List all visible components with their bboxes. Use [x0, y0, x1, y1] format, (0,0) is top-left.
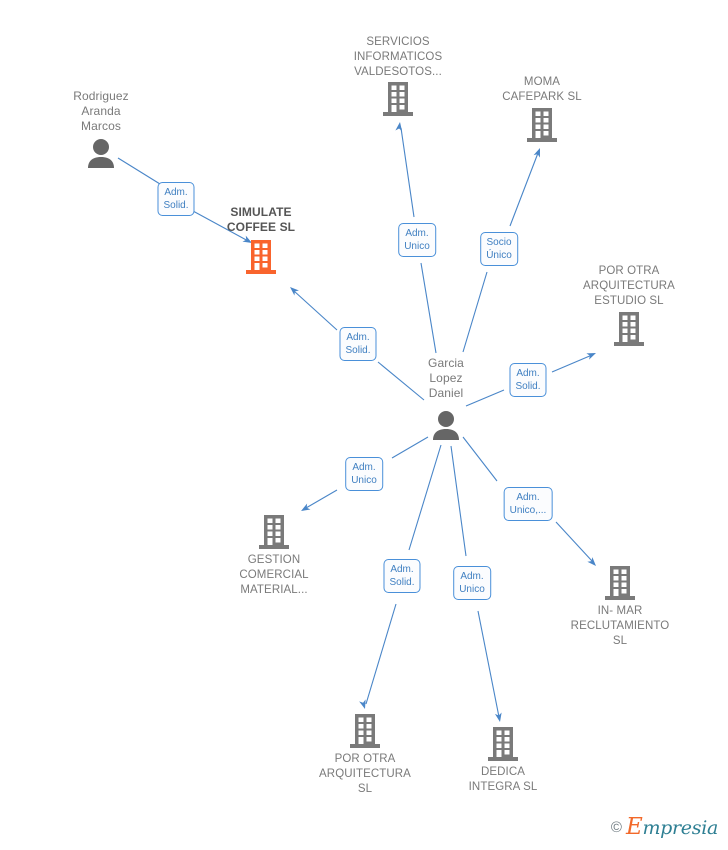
building-icon[interactable]: [318, 82, 478, 116]
node-label: GESTION COMERCIAL MATERIAL...: [239, 554, 309, 596]
node-label: MOMA CAFEPARK SL: [502, 76, 582, 103]
edge-label-e6[interactable]: Adm. Unico: [345, 457, 383, 491]
edge-label-e3[interactable]: Socio Único: [480, 232, 518, 266]
node-garcia_lopez[interactable]: Garcia Lopez Daniel: [366, 356, 526, 440]
building-icon[interactable]: [549, 312, 709, 346]
copyright-symbol: ©: [610, 818, 622, 836]
edge-label-e1[interactable]: Adm. Solid.: [157, 182, 195, 216]
node-label: Garcia Lopez Daniel: [428, 356, 464, 400]
node-moma_cafepark[interactable]: MOMA CAFEPARK SL: [462, 75, 622, 142]
node-label: SERVICIOS INFORMATICOS VALDESOTOS...: [353, 36, 443, 78]
node-rodriguez[interactable]: Rodriguez Aranda Marcos: [21, 89, 181, 168]
building-icon[interactable]: [181, 240, 341, 274]
edge-arrowhead-e8: [359, 699, 366, 709]
edge-label-e9[interactable]: Adm. Unico: [453, 566, 491, 600]
node-label: SIMULATE COFFEE SL: [226, 205, 296, 234]
node-label: IN- MAR RECLUTAMIENTO SL: [570, 605, 670, 647]
node-label: Rodriguez Aranda Marcos: [73, 89, 129, 133]
node-dedica_integra[interactable]: DEDICA INTEGRA SL: [423, 727, 583, 795]
node-por_otra_arquitectura[interactable]: POR OTRA ARQUITECTURA SL: [285, 714, 445, 797]
building-icon[interactable]: [462, 108, 622, 142]
brand-rest: mpresia: [642, 817, 718, 839]
edge-arrowhead-e3: [533, 148, 540, 158]
edge-label-e4[interactable]: Adm. Solid.: [339, 327, 377, 361]
edge-label-e2[interactable]: Adm. Unico: [398, 223, 436, 257]
building-icon[interactable]: [540, 566, 700, 600]
brand-initial: E: [625, 814, 643, 840]
node-label: DEDICA INTEGRA SL: [468, 766, 538, 793]
building-icon[interactable]: [423, 727, 583, 761]
edge-arrowhead-e6: [301, 503, 311, 511]
edge-arrowhead-e5: [586, 353, 596, 360]
node-label: POR OTRA ARQUITECTURA ESTUDIO SL: [583, 265, 675, 307]
node-in_mar[interactable]: IN- MAR RECLUTAMIENTO SL: [540, 566, 700, 649]
edge-label-e5[interactable]: Adm. Solid.: [509, 363, 547, 397]
edge-label-e7[interactable]: Adm. Unico,...: [503, 487, 553, 521]
node-servicios_informaticos[interactable]: SERVICIOS INFORMATICOS VALDESOTOS...: [318, 35, 478, 116]
node-por_otra_estudio[interactable]: POR OTRA ARQUITECTURA ESTUDIO SL: [549, 264, 709, 346]
person-icon[interactable]: [366, 410, 526, 440]
empresia-watermark: © Empresia: [611, 814, 718, 840]
node-simulate_coffee[interactable]: SIMULATE COFFEE SL: [181, 205, 341, 274]
edge-arrowhead-e9: [494, 712, 502, 722]
edge-arrowhead-e4: [290, 287, 299, 296]
building-icon[interactable]: [285, 714, 445, 748]
person-icon[interactable]: [21, 138, 181, 168]
node-gestion_comercial[interactable]: GESTION COMERCIAL MATERIAL...: [194, 515, 354, 598]
edge-label-e8[interactable]: Adm. Solid.: [383, 559, 421, 593]
edge-arrowhead-e2: [395, 122, 403, 132]
node-label: POR OTRA ARQUITECTURA SL: [319, 753, 411, 795]
brand-wordmark: Empresia: [626, 814, 718, 840]
building-icon[interactable]: [194, 515, 354, 549]
